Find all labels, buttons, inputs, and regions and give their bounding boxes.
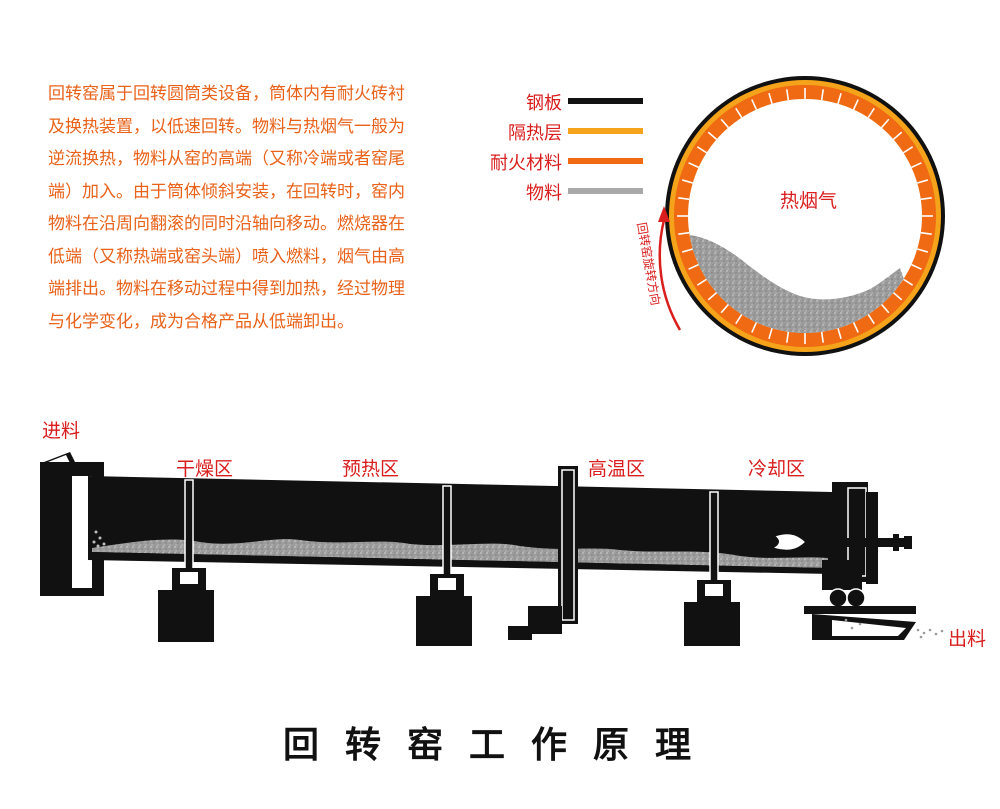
brick-joint	[735, 313, 743, 325]
brick-joint	[867, 313, 875, 325]
description-line: 及换热装置，以低速回转。物料与热烟气一般为	[48, 116, 405, 137]
brick-joint	[852, 99, 859, 110]
feed-label: 进料	[42, 420, 81, 442]
brick-joint	[837, 328, 842, 340]
pier-2	[416, 574, 472, 646]
legend-label-steel: 钢板	[526, 93, 562, 114]
legend-label-refractory: 耐火材料	[490, 153, 562, 174]
brick-joint	[735, 107, 743, 119]
material-bed	[688, 235, 922, 333]
description-line: 与化学变化，成为合格产品从低端卸出。	[48, 311, 354, 332]
brick-joint	[881, 118, 890, 129]
legend-swatch-steel	[568, 98, 643, 104]
brick-joint	[902, 146, 914, 154]
description-line: 回转窑属于回转圆筒类设备，筒体内有耐火砖衬	[48, 84, 405, 104]
brick-joint	[837, 92, 842, 104]
brick-joint	[920, 196, 932, 201]
brick-joint	[751, 322, 758, 333]
brick-joint	[696, 278, 708, 286]
hot-gas-label: 热烟气	[780, 190, 838, 212]
tyre-1	[184, 479, 194, 573]
brick-joint	[852, 322, 859, 333]
legend-swatch-material	[568, 188, 643, 194]
legend-swatch-refractory	[568, 158, 643, 164]
brick-joint	[681, 248, 693, 253]
brick-joint	[917, 248, 929, 253]
brick-joint	[920, 231, 932, 236]
description-paragraph: 回转窑属于回转圆筒类设备，筒体内有耐火砖衬 及换热装置，以低速回转。物料与热烟气…	[48, 78, 448, 338]
brick-joint	[720, 118, 729, 129]
brick-joint	[881, 303, 890, 314]
discharge-label: 出料	[948, 628, 987, 650]
brick-joint	[911, 263, 922, 270]
zone-label-drying: 干燥区	[176, 458, 234, 480]
description-line: 端排出。物料在移动过程中得到加热，经过物理	[48, 279, 405, 299]
brick-joint	[688, 263, 699, 270]
brick-joint	[820, 89, 825, 101]
tyre-3	[709, 491, 719, 585]
legend-label-insulation: 隔热层	[508, 123, 562, 144]
rotary-kiln	[40, 452, 944, 646]
zone-label-preheating: 预热区	[342, 458, 400, 480]
brick-joint	[867, 107, 875, 119]
brick-joint	[892, 131, 903, 140]
page-title: 回转窑工作原理	[282, 725, 717, 766]
drive-unit	[508, 466, 578, 640]
cooler	[804, 560, 916, 640]
description-line: 端）加入。由于筒体倾斜安装，在回转时，窑内	[48, 181, 405, 202]
description-line: 逆流换热，物料从窑的高端（又称冷端或者窑尾	[48, 149, 405, 169]
rotation-arrowhead	[658, 206, 670, 222]
kiln-material	[92, 539, 828, 568]
brick-joint	[678, 196, 690, 201]
refractory-brick-joints	[677, 88, 933, 344]
flame-icon	[769, 532, 808, 552]
zone-label-cooling: 冷却区	[748, 458, 806, 480]
legend-label-material: 物料	[526, 183, 562, 204]
burner	[769, 532, 912, 552]
brick-joint	[785, 89, 790, 101]
rotation-arrow	[658, 219, 682, 331]
brick-joint	[707, 292, 718, 301]
brick-joint	[678, 231, 690, 236]
brick-joint	[696, 146, 708, 154]
brick-joint	[768, 92, 773, 104]
brick-joint	[707, 131, 718, 140]
brick-joint	[681, 179, 693, 184]
brick-joint	[820, 331, 825, 343]
brick-joint	[902, 278, 914, 286]
brick-joint	[768, 328, 773, 340]
pier-1	[158, 568, 214, 642]
discharge-particles	[844, 618, 944, 639]
brick-joint	[720, 303, 729, 314]
tyre-2	[442, 485, 452, 579]
feed-particles	[92, 530, 106, 548]
brick-joint	[917, 179, 929, 184]
kiln-cross-section	[658, 76, 945, 356]
brick-joint	[688, 162, 699, 169]
brick-joint	[785, 331, 790, 343]
description-line: 低端（又称热端或窑头端）喷入燃料，烟气由高	[48, 246, 405, 267]
zone-label-high-temperature: 高温区	[588, 458, 646, 480]
brick-joint	[911, 162, 922, 169]
brick-joint	[892, 292, 903, 301]
legend-swatch-insulation	[568, 128, 643, 134]
description-line: 物料在沿周向翻滚的同时沿轴向移动。燃烧器在	[48, 214, 405, 234]
pier-3	[684, 580, 740, 646]
brick-joint	[751, 99, 758, 110]
legend	[568, 98, 643, 194]
